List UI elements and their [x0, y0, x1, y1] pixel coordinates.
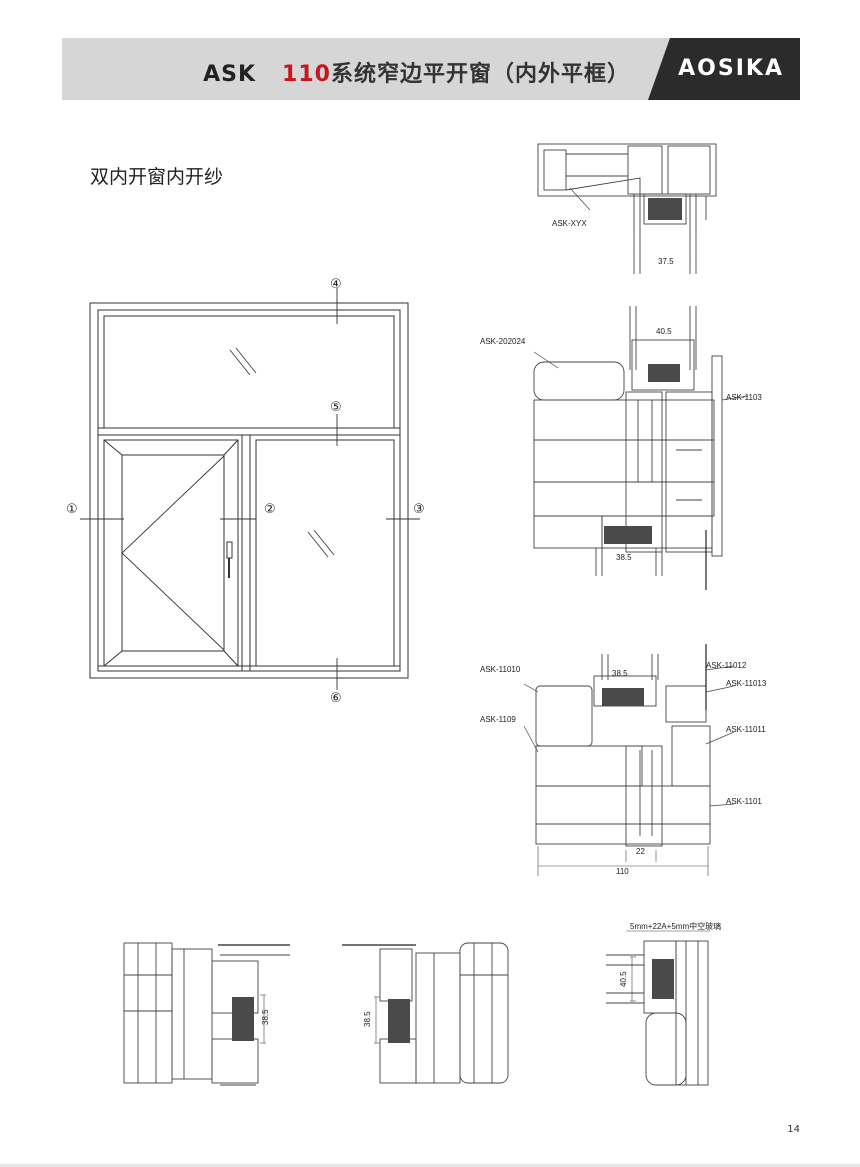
dim-37-5: 37.5	[658, 257, 674, 266]
header-rest: 系统窄边平开窗（内外平框）	[330, 62, 630, 87]
marker-1: ①	[66, 501, 78, 516]
drawing-subtitle: 双内开窗内开纱	[90, 166, 224, 188]
section-middle: ASK-202024 ASK-1103 40.5 38.5	[480, 306, 762, 590]
label-ask-1101: ASK-1101	[726, 797, 762, 806]
glass-seal-icon-6	[652, 959, 674, 999]
marker-2: ②	[264, 501, 276, 516]
label-ask-xyx: ASK-XYX	[552, 219, 587, 228]
marker-4: ④	[330, 276, 342, 291]
transom-glass	[103, 315, 395, 429]
glass-seal-icon-4	[232, 997, 254, 1041]
glass-seal-icon-1	[648, 364, 680, 382]
outer-frame-inner	[97, 309, 401, 672]
label-ask-202024: ASK-202024	[480, 337, 526, 346]
section-bottom-middle: 38.5	[342, 942, 509, 1084]
page-number: 14	[787, 1124, 800, 1135]
footer-rule	[0, 1164, 860, 1167]
outer-frame	[89, 302, 409, 679]
glass-seal-icon	[648, 198, 682, 220]
left-sash	[103, 439, 239, 667]
glass-spec-note: 5mm+22A+5mm中空玻璃	[630, 921, 721, 931]
header-prefix: ASK	[203, 62, 257, 87]
brand-logo: AOSIKA	[648, 38, 800, 100]
label-ask-11010: ASK-11010	[480, 665, 521, 674]
dim-40-5: 40.5	[656, 327, 672, 336]
header-series: 110	[282, 62, 331, 87]
section-bottom-right: 40.5 5mm+22A+5mm中空玻璃	[606, 921, 721, 1086]
label-ask-11013: ASK-11013	[726, 679, 767, 688]
glass-seal-icon-3	[602, 688, 644, 706]
dim-38-5-b2: 38.5	[363, 1011, 372, 1027]
dim-22: 22	[636, 847, 645, 856]
window-elevation: ① ② ③ ④ ⑤ ⑥	[66, 276, 425, 705]
label-ask-1103: ASK-1103	[726, 393, 762, 402]
dim-40-5-b3: 40.5	[619, 971, 628, 987]
section-bottom-left: 38.5	[123, 942, 290, 1086]
section-top: ASK-XYX 37.5	[537, 143, 717, 274]
section-lower: ASK-11010 ASK-1109 ASK-11012 ASK-11013 A…	[480, 644, 767, 876]
marker-6: ⑥	[330, 690, 342, 705]
dim-110: 110	[616, 867, 629, 876]
brand-logo-shape	[648, 38, 800, 100]
left-sash-glass	[121, 454, 225, 652]
dim-38-5-mid: 38.5	[616, 553, 632, 562]
dim-38-5-low: 38.5	[612, 669, 628, 678]
glass-seal-icon-5	[388, 999, 410, 1043]
marker-3: ③	[413, 501, 425, 516]
label-ask-11011: ASK-11011	[726, 725, 766, 734]
marker-5: ⑤	[330, 399, 342, 414]
header-title: ASK 110系统窄边平开窗（内外平框）	[203, 56, 630, 88]
handle-icon	[226, 541, 233, 559]
label-ask-1109: ASK-1109	[480, 715, 516, 724]
glass-seal-icon-2	[604, 526, 652, 544]
brand-name: AOSIKA	[678, 56, 784, 81]
label-ask-11012: ASK-11012	[706, 661, 747, 670]
page-header: ASK 110系统窄边平开窗（内外平框） AOSIKA	[62, 38, 800, 100]
dim-38-5-b1: 38.5	[261, 1009, 270, 1025]
